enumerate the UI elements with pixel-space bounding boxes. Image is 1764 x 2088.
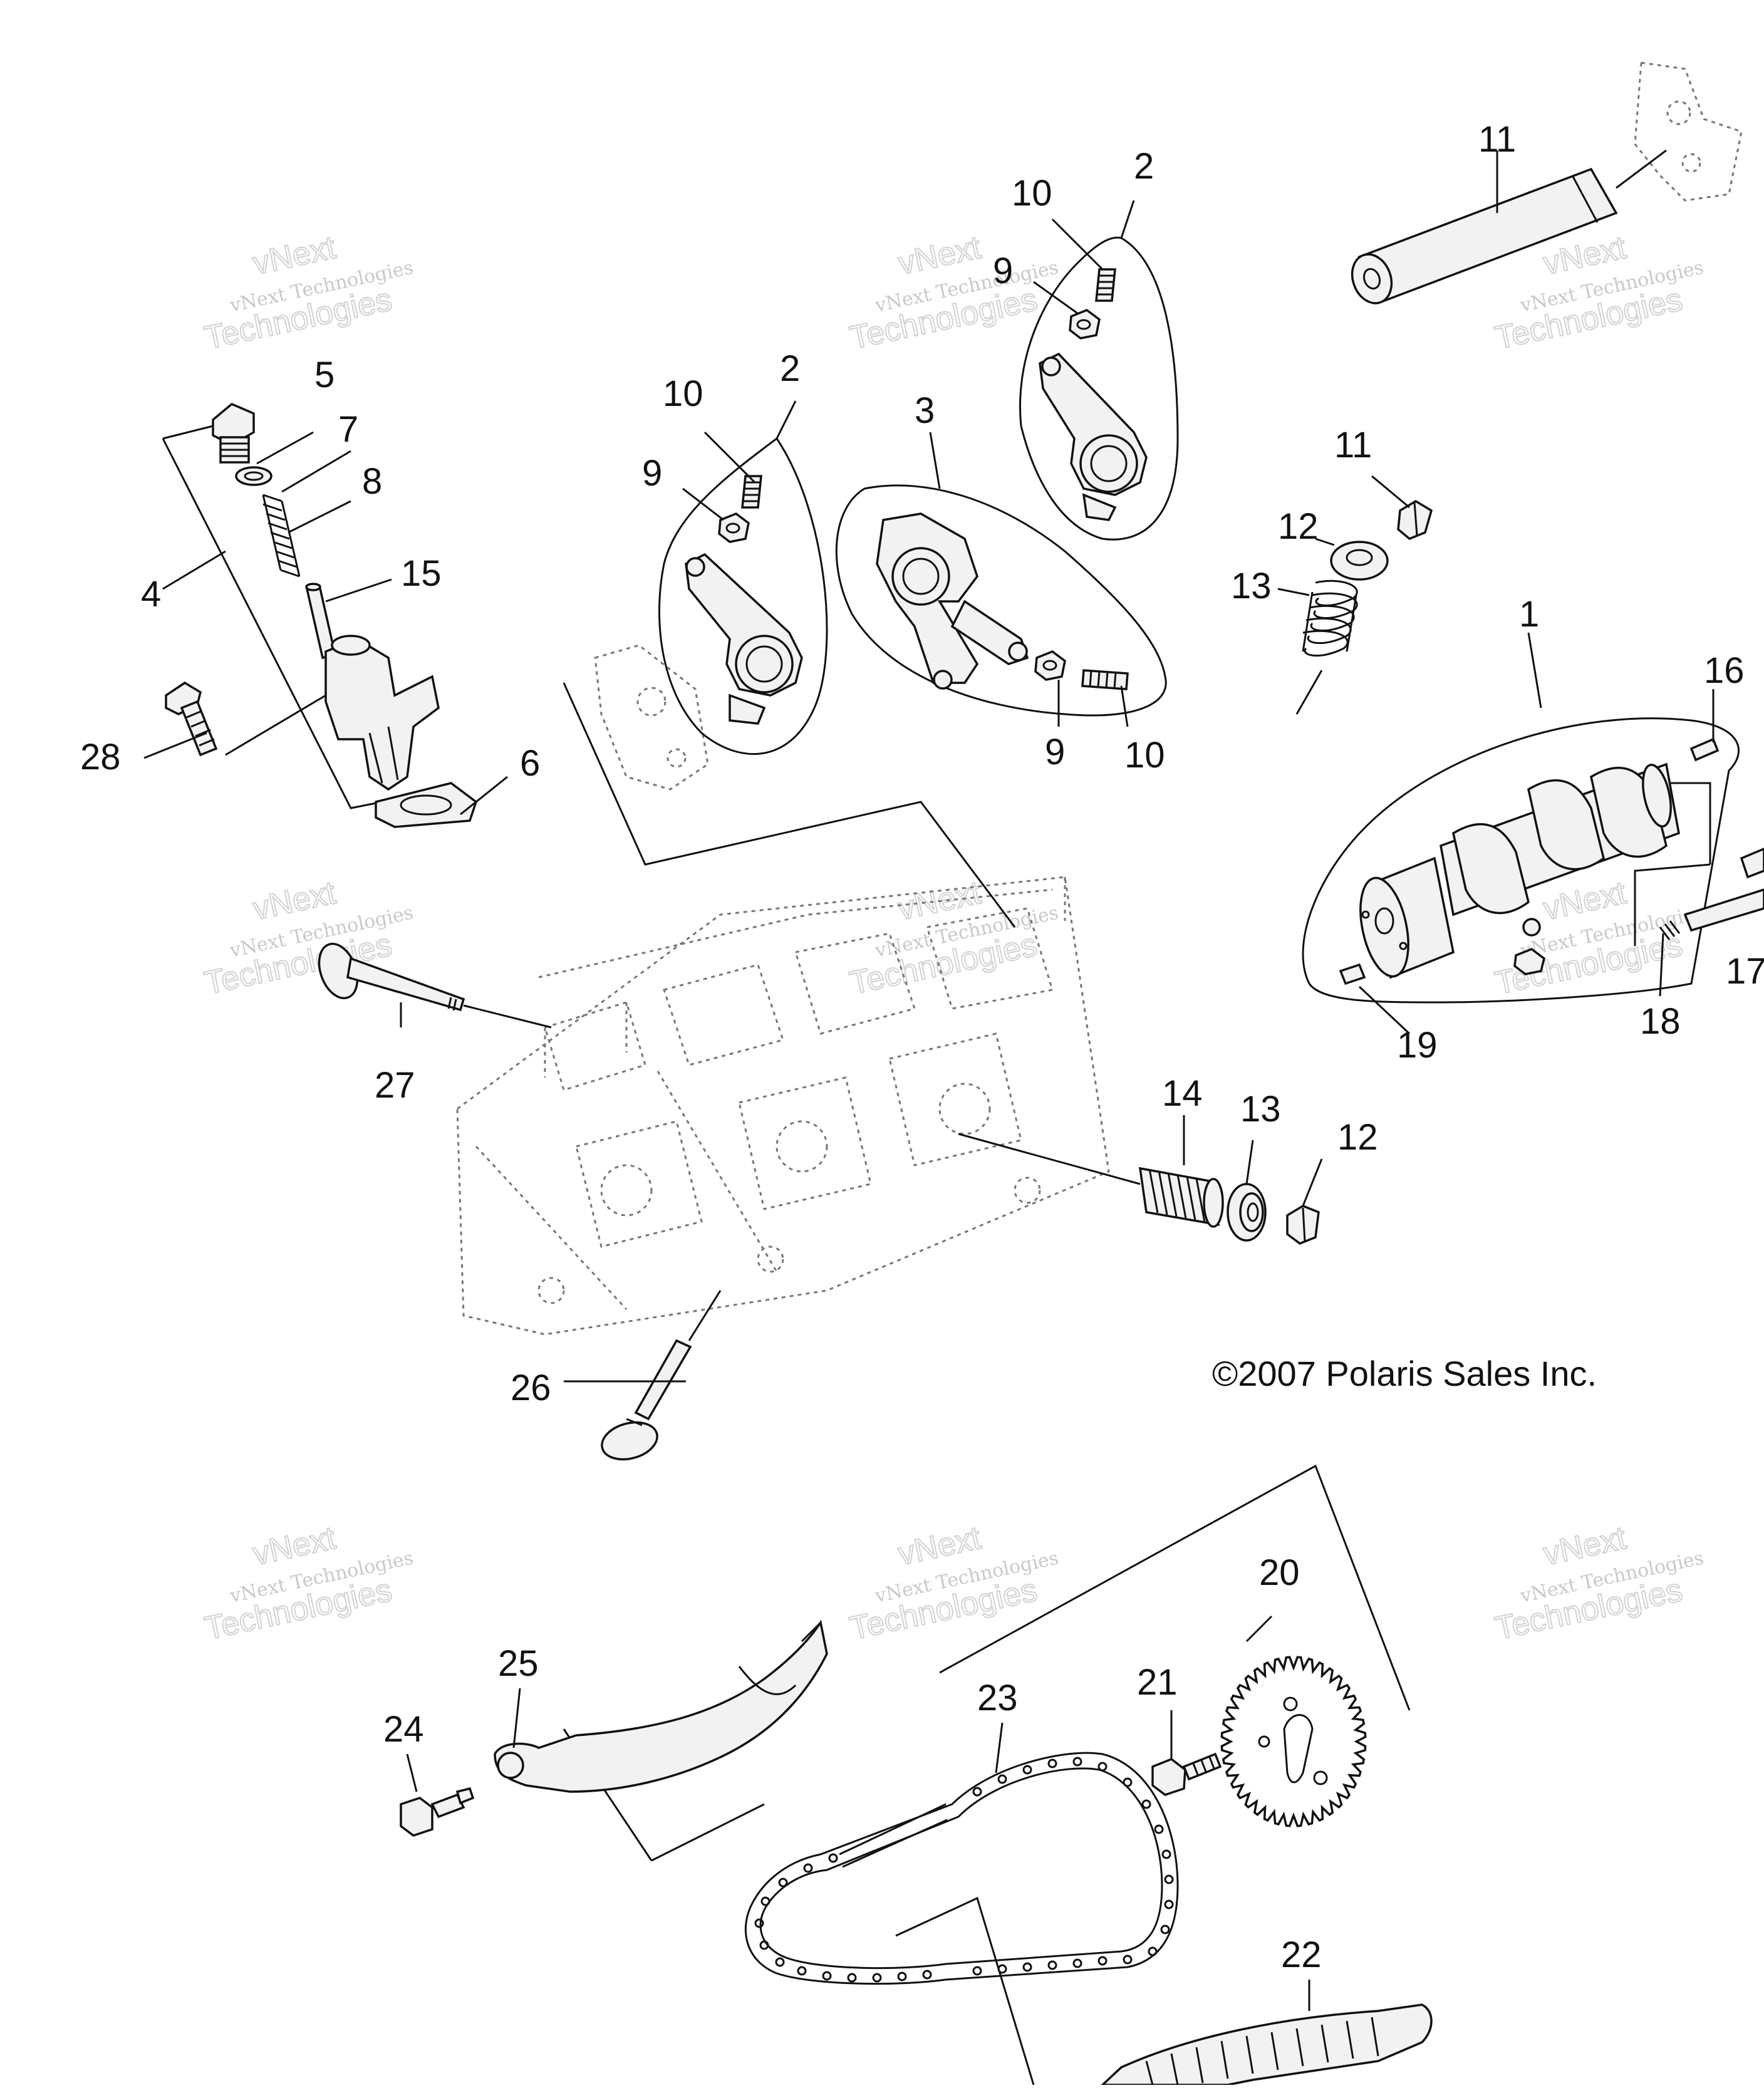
camshaft-group bbox=[1302, 717, 1764, 1004]
retainer-12-upper bbox=[1330, 541, 1389, 581]
watermark: vNext vNext Technologies Technologies bbox=[201, 1519, 415, 1648]
cylinder-head-outline bbox=[456, 876, 1110, 1336]
chain-guide-22 bbox=[1099, 2003, 1433, 2086]
callout-9: 9 bbox=[642, 453, 662, 494]
watermark: vNext vNext Technologies Technologies bbox=[846, 1519, 1061, 1648]
pin-15 bbox=[305, 583, 337, 660]
leader-lines bbox=[143, 150, 1715, 2011]
callout-5: 5 bbox=[314, 355, 335, 395]
spring-14 bbox=[1138, 1166, 1224, 1228]
rod-17 bbox=[1683, 848, 1764, 932]
callouts: 1 2 2 3 4 5 6 7 8 9 9 9 10 10 10 11 11 1… bbox=[80, 119, 1764, 1975]
rocker-arm-left bbox=[685, 553, 803, 725]
bolt-28 bbox=[165, 681, 218, 757]
keeper-12-lower bbox=[1286, 1205, 1320, 1245]
callout-24: 24 bbox=[383, 1709, 424, 1750]
copyright-text: ©2007 Polaris Sales Inc. bbox=[1212, 1354, 1597, 1393]
rocker-shaft-11 bbox=[1351, 149, 1667, 304]
callout-15: 15 bbox=[401, 553, 442, 594]
valve-spring-group-upper bbox=[1295, 499, 1433, 715]
callout-1: 1 bbox=[1519, 594, 1539, 635]
spring-18 bbox=[1659, 920, 1681, 940]
pin-19 bbox=[1339, 963, 1366, 985]
retainer-13-lower bbox=[1227, 1183, 1267, 1242]
callout-12: 12 bbox=[1337, 1117, 1378, 1158]
valve-27 bbox=[318, 942, 552, 1029]
callout-13: 13 bbox=[1231, 566, 1272, 606]
callout-18: 18 bbox=[1640, 1001, 1681, 1042]
chain-guide-25 bbox=[494, 1619, 828, 1793]
adjuster-screw-10-center bbox=[1081, 669, 1129, 690]
callout-3: 3 bbox=[915, 390, 935, 431]
callout-11: 11 bbox=[1478, 119, 1516, 160]
tensioner-assembly bbox=[162, 402, 478, 828]
callout-14: 14 bbox=[1162, 1073, 1203, 1114]
cam-chain-23 bbox=[744, 1752, 1179, 1985]
callout-8: 8 bbox=[362, 461, 382, 502]
watermark: vNext vNext Technologies Technologies bbox=[201, 229, 415, 357]
chain-links bbox=[754, 1757, 1174, 1983]
adjuster-screw-10-right bbox=[1095, 268, 1116, 302]
gasket-6 bbox=[375, 782, 478, 828]
watermark-group: vNext vNext Technologies Technologies vN… bbox=[201, 229, 1706, 1648]
callout-19: 19 bbox=[1397, 1025, 1438, 1066]
callout-25: 25 bbox=[498, 1643, 539, 1684]
spring-13-upper bbox=[1302, 579, 1358, 657]
callout-13: 13 bbox=[1240, 1089, 1281, 1130]
callout-20: 20 bbox=[1259, 1552, 1300, 1593]
callout-27: 27 bbox=[375, 1065, 415, 1106]
adjuster-screw-10-left bbox=[741, 475, 762, 509]
washer-7 bbox=[235, 466, 272, 486]
nut-9-center bbox=[1034, 650, 1066, 681]
spring-8 bbox=[262, 494, 301, 578]
nut-9-left bbox=[718, 512, 750, 543]
callout-2: 2 bbox=[780, 348, 800, 389]
callout-11: 11 bbox=[1334, 425, 1372, 465]
callout-9: 9 bbox=[993, 251, 1013, 291]
rocker-arm-group-center bbox=[835, 484, 1167, 717]
callout-2: 2 bbox=[1134, 146, 1154, 187]
bracket-outline-top-right bbox=[1634, 61, 1743, 202]
tensioner-body bbox=[324, 635, 440, 791]
valve-spring-group-lower bbox=[958, 1133, 1320, 1245]
sprocket-20 bbox=[1220, 1656, 1367, 1827]
callout-10: 10 bbox=[1012, 173, 1052, 214]
rocker-arm-right bbox=[1039, 352, 1148, 521]
callout-4: 4 bbox=[141, 574, 161, 615]
keeper-11-upper bbox=[1397, 499, 1433, 541]
watermark: vNext vNext Technologies Technologies bbox=[1492, 1519, 1706, 1648]
pin-16 bbox=[1689, 737, 1720, 762]
callout-16: 16 bbox=[1704, 650, 1745, 691]
camshaft bbox=[1359, 762, 1680, 979]
nut-9-right bbox=[1069, 309, 1101, 340]
callout-26: 26 bbox=[511, 1368, 551, 1408]
callout-10: 10 bbox=[663, 373, 703, 414]
bolt-21 bbox=[1151, 1752, 1222, 1796]
head-bracket-outline bbox=[594, 644, 709, 791]
callout-21: 21 bbox=[1137, 1662, 1178, 1703]
callout-12: 12 bbox=[1278, 506, 1319, 547]
rocker-arm-group-right bbox=[1019, 236, 1179, 541]
valve-26 bbox=[601, 1290, 722, 1461]
callout-6: 6 bbox=[520, 743, 540, 784]
watermark: vNext vNext Technologies Technologies bbox=[846, 874, 1061, 1002]
rocker-arm-group-left bbox=[658, 437, 828, 756]
callout-28: 28 bbox=[80, 737, 121, 777]
bolt-5 bbox=[212, 402, 255, 464]
callout-9: 9 bbox=[1045, 732, 1065, 772]
cam-nut bbox=[1513, 948, 1545, 975]
callout-23: 23 bbox=[977, 1678, 1018, 1718]
callout-10: 10 bbox=[1124, 735, 1165, 776]
callout-7: 7 bbox=[338, 409, 358, 450]
rocker-arm-center bbox=[876, 512, 1029, 690]
callout-17: 17 bbox=[1726, 951, 1764, 992]
callout-22: 22 bbox=[1281, 1935, 1322, 1975]
bolt-24 bbox=[400, 1787, 475, 1837]
cam-ball bbox=[1522, 918, 1541, 937]
